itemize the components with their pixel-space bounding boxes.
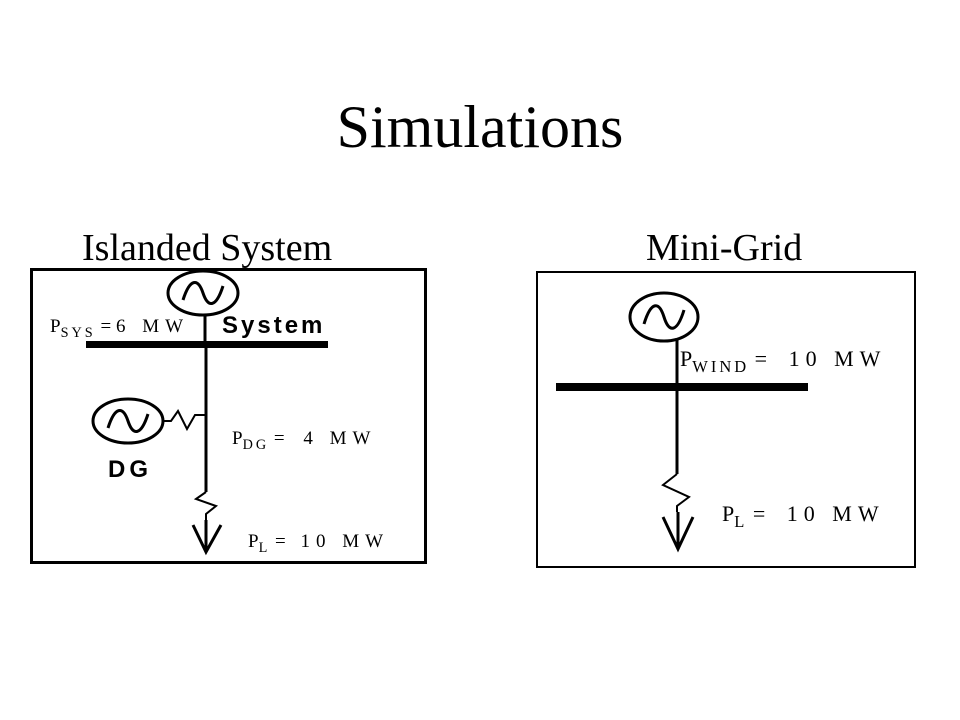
islanded-load-zigzag [193,491,219,520]
page-title: Simulations [336,94,624,160]
pwind-label: PWIND = 10 MW [680,346,887,376]
islanded-pl-label: PL = 10 MW [248,531,390,556]
psys-label: PSYS = 6 MW [50,316,190,341]
wind-generator-sine [642,304,686,330]
dg-label: DG [108,456,152,483]
pdg-label: PDG = 4 MW [232,428,377,453]
mini-grid-diagram [536,271,916,568]
dg-generator-sine [106,409,150,433]
system-label: System [222,312,326,339]
islanded-system-heading: Islanded System [82,227,333,269]
mini-grid-heading: Mini-Grid [646,227,803,269]
dg-connection-line [163,409,206,432]
mini-grid-pl-label: PL = 10 MW [722,501,885,531]
mini-grid-bus-bar [556,383,808,391]
system-generator-sine [181,281,225,305]
mini-grid-load-zigzag [661,473,691,512]
